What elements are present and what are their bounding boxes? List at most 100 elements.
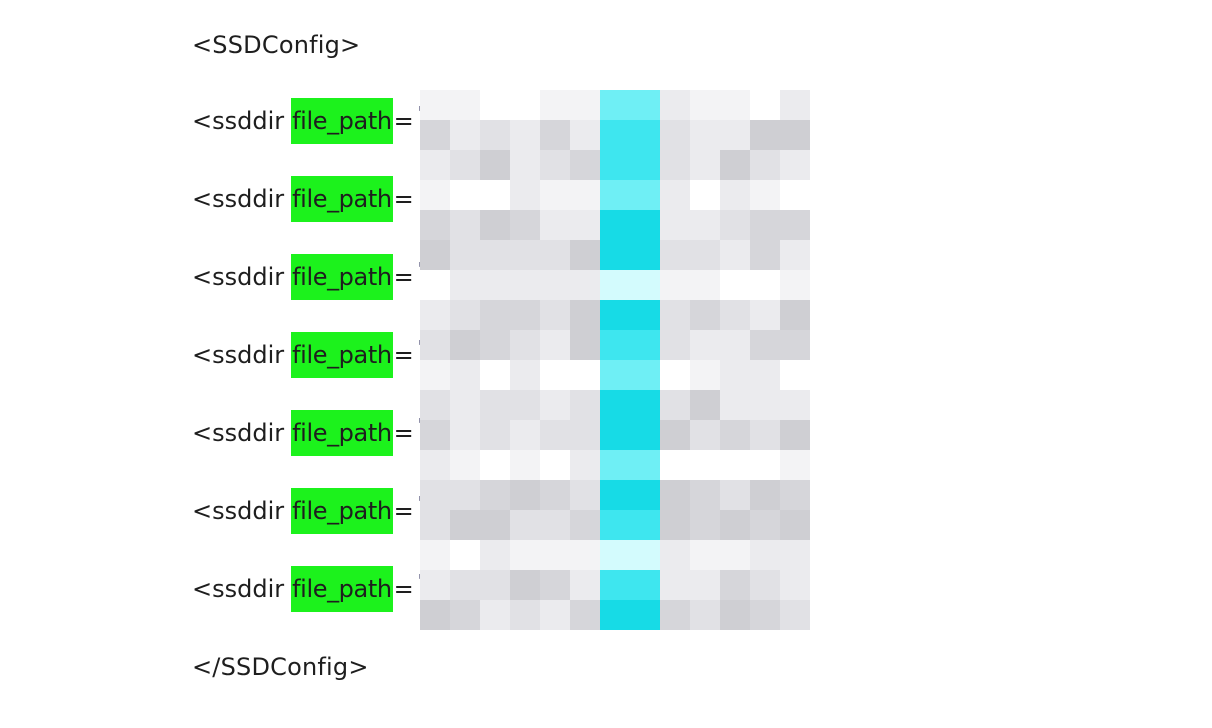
mosaic-cell bbox=[660, 390, 690, 420]
mosaic-cell bbox=[450, 390, 480, 420]
mosaic-cell bbox=[780, 270, 810, 300]
mosaic-cell bbox=[540, 420, 570, 450]
mosaic-cell bbox=[510, 150, 540, 180]
mosaic-cell bbox=[750, 540, 780, 570]
mosaic-cell bbox=[450, 330, 480, 360]
mosaic-cell bbox=[690, 510, 720, 540]
mosaic-cell bbox=[510, 240, 540, 270]
mosaic-cell bbox=[510, 210, 540, 240]
mosaic-cell bbox=[540, 360, 570, 390]
mosaic-cell bbox=[780, 570, 810, 600]
mosaic-cell bbox=[660, 480, 690, 510]
mosaic-cell bbox=[450, 420, 480, 450]
mosaic-cell bbox=[720, 480, 750, 510]
mosaic-cell bbox=[480, 300, 510, 330]
entry-line: <ssddir file_path = " bbox=[192, 488, 426, 534]
mosaic-cell bbox=[570, 360, 600, 390]
mosaic-cell bbox=[540, 540, 570, 570]
mosaic-cell bbox=[660, 360, 690, 390]
entry-prefix: <ssddir bbox=[192, 263, 285, 291]
mosaic-cell bbox=[600, 570, 660, 600]
entry-line: <ssddir file_path = " bbox=[192, 410, 426, 456]
mosaic-cell bbox=[600, 420, 660, 450]
mosaic-cell bbox=[690, 600, 720, 630]
mosaic-cell bbox=[720, 150, 750, 180]
mosaic-cell bbox=[570, 540, 600, 570]
mosaic-cell bbox=[450, 240, 480, 270]
entry-line: <ssddir file_path = ' bbox=[192, 254, 423, 300]
mosaic-cell bbox=[420, 240, 450, 270]
mosaic-cell bbox=[660, 180, 690, 210]
mosaic-cell bbox=[720, 540, 750, 570]
mosaic-cell bbox=[750, 300, 780, 330]
mosaic-cell bbox=[420, 480, 450, 510]
mosaic-cell bbox=[480, 270, 510, 300]
mosaic-cell bbox=[750, 120, 780, 150]
mosaic-cell bbox=[690, 180, 720, 210]
highlighted-attribute: file_path bbox=[291, 254, 393, 300]
mosaic-cell bbox=[780, 420, 810, 450]
mosaic-cell bbox=[570, 150, 600, 180]
mosaic-cell bbox=[480, 90, 510, 120]
mosaic-cell bbox=[660, 600, 690, 630]
mosaic-cell bbox=[690, 90, 720, 120]
mosaic-cell bbox=[420, 270, 450, 300]
equals-sign: = bbox=[393, 341, 414, 369]
mosaic-cell bbox=[780, 510, 810, 540]
mosaic-cell bbox=[420, 390, 450, 420]
mosaic-cell bbox=[750, 420, 780, 450]
mosaic-cell bbox=[660, 300, 690, 330]
mosaic-cell bbox=[690, 540, 720, 570]
mosaic-cell bbox=[780, 240, 810, 270]
entry-prefix: <ssddir bbox=[192, 185, 285, 213]
mosaic-cell bbox=[600, 360, 660, 390]
mosaic-cell bbox=[450, 570, 480, 600]
mosaic-cell bbox=[420, 540, 450, 570]
mosaic-cell bbox=[480, 360, 510, 390]
mosaic-cell bbox=[720, 450, 750, 480]
mosaic-cell bbox=[750, 210, 780, 240]
mosaic-cell bbox=[450, 120, 480, 150]
mosaic-cell bbox=[750, 90, 780, 120]
mosaic-cell bbox=[480, 540, 510, 570]
mosaic-cell bbox=[510, 600, 540, 630]
mosaic-cell bbox=[570, 510, 600, 540]
mosaic-cell bbox=[540, 480, 570, 510]
highlighted-attribute: file_path bbox=[291, 98, 393, 144]
mosaic-cell bbox=[720, 570, 750, 600]
mosaic-cell bbox=[750, 180, 780, 210]
mosaic-cell bbox=[720, 210, 750, 240]
mosaic-cell bbox=[540, 330, 570, 360]
mosaic-cell bbox=[690, 480, 720, 510]
equals-sign: = bbox=[393, 107, 414, 135]
mosaic-cell bbox=[690, 450, 720, 480]
highlighted-attribute: file_path bbox=[291, 488, 393, 534]
entry-prefix: <ssddir bbox=[192, 497, 285, 525]
mosaic-cell bbox=[690, 570, 720, 600]
mosaic-cell bbox=[780, 120, 810, 150]
mosaic-cell bbox=[570, 120, 600, 150]
mosaic-cell bbox=[720, 300, 750, 330]
mosaic-cell bbox=[480, 480, 510, 510]
mosaic-cell bbox=[420, 450, 450, 480]
mosaic-cell bbox=[750, 150, 780, 180]
mosaic-cell bbox=[780, 150, 810, 180]
mosaic-cell bbox=[450, 540, 480, 570]
highlighted-attribute: file_path bbox=[291, 410, 393, 456]
mosaic-cell bbox=[600, 150, 660, 180]
mosaic-cell bbox=[420, 420, 450, 450]
mosaic-cell bbox=[540, 450, 570, 480]
mosaic-cell bbox=[720, 390, 750, 420]
mosaic-cell bbox=[420, 90, 450, 120]
mosaic-cell bbox=[660, 540, 690, 570]
mosaic-cell bbox=[480, 210, 510, 240]
mosaic-cell bbox=[750, 450, 780, 480]
mosaic-cell bbox=[450, 450, 480, 480]
mosaic-cell bbox=[600, 540, 660, 570]
mosaic-cell bbox=[750, 600, 780, 630]
mosaic-cell bbox=[570, 270, 600, 300]
mosaic-cell bbox=[660, 570, 690, 600]
mosaic-cell bbox=[510, 510, 540, 540]
mosaic-cell bbox=[510, 570, 540, 600]
mosaic-cell bbox=[570, 480, 600, 510]
